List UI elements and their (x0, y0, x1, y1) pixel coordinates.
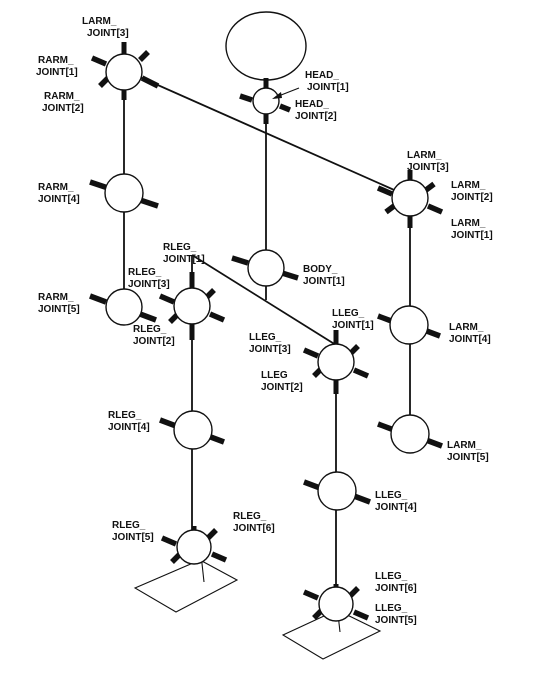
label-larm5-a: LARM_ (447, 440, 482, 451)
label-lleg3-b: JOINT[3] (249, 344, 291, 355)
shoulder-link (123, 69, 411, 198)
joint-rleg-1 (158, 272, 226, 340)
joint-head (239, 78, 292, 124)
joint-larm-5 (377, 414, 443, 454)
left-foot (281, 609, 382, 660)
label-head2-a: HEAD_ (295, 99, 329, 110)
label-larm3-top-b: JOINT[3] (87, 28, 129, 39)
label-rleg5-b: JOINT[5] (112, 532, 154, 543)
label-rleg6-b: JOINT[6] (233, 523, 275, 534)
joint-rarm-4 (89, 173, 159, 213)
label-head1-b: JOINT[1] (307, 82, 349, 93)
label-larm3-b: JOINT[3] (407, 162, 449, 173)
label-lleg1-a: LLEG_ (332, 308, 365, 319)
label-lleg2-a: LLEG (261, 370, 288, 381)
label-lleg4-b: JOINT[4] (375, 502, 417, 513)
joint-lleg-1 (302, 330, 370, 394)
joint-lleg-4 (303, 471, 371, 511)
label-larm5-b: JOINT[5] (447, 452, 489, 463)
label-rarm1-b: JOINT[1] (36, 67, 78, 78)
joint-rarm-5 (89, 288, 157, 326)
label-head1-a: HEAD_ (305, 70, 339, 81)
label-larm3-a: LARM_ (407, 150, 442, 161)
label-larm4-a: LARM_ (449, 322, 484, 333)
label-rleg1-b: JOINT[1] (163, 254, 205, 265)
head-joint-1-arrowhead (272, 92, 282, 99)
label-lleg3-a: LLEG_ (249, 332, 282, 343)
label-lleg6-b: JOINT[6] (375, 583, 417, 594)
label-rarm2-b: JOINT[2] (42, 103, 84, 114)
hip-link (191, 254, 337, 346)
label-rleg2-a: RLEG_ (133, 324, 167, 335)
label-rarm2-a: RARM_ (44, 91, 80, 102)
label-lleg5-b: JOINT[5] (375, 615, 417, 626)
joint-body-1 (231, 249, 299, 287)
label-rarm5-b: JOINT[5] (38, 304, 80, 315)
label-rleg2-b: JOINT[2] (133, 336, 175, 347)
label-rleg6-a: RLEG_ (233, 511, 267, 522)
label-lleg1-b: JOINT[1] (332, 320, 374, 331)
head-shape (225, 11, 307, 81)
joint-rleg-4 (159, 410, 225, 450)
label-head2-b: JOINT[2] (295, 111, 337, 122)
joint-larm-1 (376, 170, 444, 228)
label-rleg1-a: RLEG_ (163, 242, 197, 253)
label-larm2-a: LARM_ (451, 180, 486, 191)
label-rleg4-b: JOINT[4] (108, 422, 150, 433)
label-larm4-b: JOINT[4] (449, 334, 491, 345)
label-larm3-top-a: LARM_ (82, 16, 117, 27)
label-rarm5-a: RARM_ (38, 292, 74, 303)
label-rarm1-a: RARM_ (38, 55, 74, 66)
joints (89, 42, 444, 622)
label-lleg5-a: LLEG_ (375, 603, 408, 614)
label-larm2-b: JOINT[2] (451, 192, 493, 203)
label-rarm4-b: JOINT[4] (38, 194, 80, 205)
label-rleg4-a: RLEG_ (108, 410, 142, 421)
label-larm1-b: JOINT[1] (451, 230, 493, 241)
label-rleg5-a: RLEG_ (112, 520, 146, 531)
right-foot (133, 559, 239, 613)
joint-lleg-5 (302, 584, 370, 622)
label-rarm4-a: RARM_ (38, 182, 74, 193)
joint-rleg-5 (160, 526, 228, 565)
label-larm1-a: LARM_ (451, 218, 486, 229)
joint-labels: LARM_ JOINT[3] RARM_ JOINT[1] RARM_ JOIN… (36, 16, 493, 626)
label-rleg3-b: JOINT[3] (128, 279, 170, 290)
label-lleg2-b: JOINT[2] (261, 382, 303, 393)
label-body1-a: BODY_ (303, 264, 338, 275)
joint-larm-4 (377, 305, 441, 345)
label-lleg4-a: LLEG_ (375, 490, 408, 501)
label-body1-b: JOINT[1] (303, 276, 345, 287)
label-lleg6-a: LLEG_ (375, 571, 408, 582)
label-rleg3-a: RLEG_ (128, 267, 162, 278)
joint-rarm-1 (90, 42, 160, 100)
